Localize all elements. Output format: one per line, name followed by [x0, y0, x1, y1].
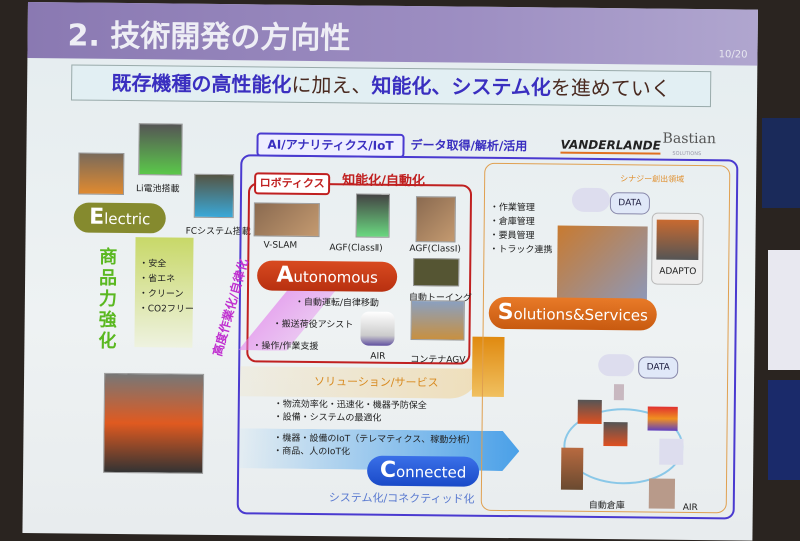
connected-pill: Connected [366, 455, 480, 487]
li-battery-label: Li電池搭載 [135, 184, 180, 195]
li-forklift-image [138, 123, 183, 176]
slide-header: 2. 技術開発の方向性 10/20 [27, 2, 758, 66]
management-item: ・作業管理 [489, 202, 535, 214]
fc-forklift-image [193, 173, 235, 219]
subtitle-part: に加え、 [291, 72, 372, 98]
connected-label: onnected [395, 462, 467, 482]
subtitle-part: 知能化、システム化 [371, 73, 551, 100]
data-database-icon: DATA [638, 356, 679, 379]
towing-image [413, 258, 460, 287]
background-sign [762, 118, 800, 208]
vslam-image [253, 202, 320, 238]
dashboard-icon [647, 406, 678, 431]
systemization-label: システム化/コネクティッド化 [328, 491, 475, 506]
sync-arrow-icon [613, 384, 625, 401]
subtitle-part: 既存機種の高性能化 [111, 70, 292, 97]
automated-warehouse-label: 自動倉庫 [588, 500, 625, 512]
cloud-icon [598, 353, 635, 377]
connected-points-1: ・物流効率化・迅速化・機器予防保全 ・設備・システムの最適化 [274, 399, 427, 427]
data-usage-label: データ取得/解析/活用 [410, 138, 528, 154]
background-sign [768, 250, 800, 370]
management-item: ・トラック連携 [489, 244, 553, 256]
subtitle-part: を進めていく [550, 75, 671, 101]
slide-title: 2. 技術開発の方向性 [67, 18, 351, 57]
intelligence-label: 知能化/自動化 [342, 173, 425, 190]
air-label: AIR [682, 502, 698, 514]
forklift-image [77, 152, 125, 196]
page-number: 10/20 [718, 49, 748, 61]
bastian-logo: Bastian [662, 130, 716, 148]
electric-pill: Electric [73, 202, 166, 234]
computer-icon [659, 438, 684, 465]
vanderlande-logo: VANDERLANDE [560, 137, 661, 155]
connected-point: ・設備・システムの最適化 [273, 412, 382, 424]
autonomous-point: ・自動運転/自律移動 [294, 297, 379, 309]
container-agv-image [410, 300, 465, 341]
cloud-icon [571, 187, 611, 213]
adapto-label: ADAPTO [659, 266, 697, 278]
background-sign [768, 380, 800, 480]
synergy-label: シナジー創出領域 [620, 174, 685, 184]
air-image [648, 478, 676, 509]
electric-points: ・安全 ・省エネ ・クリーン ・CO2フリー [139, 257, 195, 318]
agf1-image [415, 196, 456, 243]
electric-point: ・CO2フリー [138, 304, 194, 315]
agf2-image [355, 193, 391, 238]
management-item: ・要員管理 [489, 230, 535, 242]
vslam-label: V-SLAM [263, 240, 298, 251]
adapto-image [656, 219, 699, 261]
bastian-logo-sub: SOLUTIONS [672, 150, 702, 158]
service-label: ソリューション/サービス [313, 375, 439, 390]
electric-point: ・クリーン [138, 289, 184, 300]
ai-label: AI/アナリティクス/IoT [256, 132, 405, 158]
autonomous-label: utonomous [293, 267, 378, 287]
data-database-icon: DATA [609, 192, 651, 215]
solutions-pill: Solutions&Services [488, 296, 657, 331]
electric-label: lectric [104, 209, 151, 229]
autonomous-pill: Autonomous [256, 260, 398, 292]
agf1-label: AGF(ClassⅠ) [409, 244, 461, 255]
container-agv-label: コンテナAGV [410, 355, 466, 366]
slide-subtitle: 既存機種の高性能化に加え、知能化、システム化を進めていく [70, 64, 712, 108]
connected-initial: C [379, 457, 397, 483]
solutions-label: olutions&Services [513, 305, 648, 325]
air-label: AIR [370, 351, 386, 362]
robotics-label: ロボティクス [253, 172, 331, 196]
automated-warehouse-image [560, 447, 584, 490]
autonomous-point: ・操作/作業支援 [252, 341, 319, 353]
autonomous-point: ・搬送荷役アシスト [272, 319, 354, 331]
forklift-icon [577, 399, 602, 425]
management-item: ・倉庫管理 [489, 216, 535, 228]
solutions-initial: S [497, 299, 514, 326]
forklift-icon [603, 422, 628, 447]
electric-point: ・省エネ [139, 274, 176, 285]
forklift-large-image [103, 372, 205, 474]
presentation-slide: 2. 技術開発の方向性 10/20 既存機種の高性能化に加え、知能化、システム化… [22, 2, 758, 541]
electric-point: ・安全 [139, 259, 167, 270]
autonomous-initial: A [276, 262, 294, 288]
management-list: ・作業管理 ・倉庫管理 ・要員管理 ・トラック連携 [489, 201, 553, 258]
agf2-label: AGF(ClassⅡ) [329, 243, 383, 254]
air-robot-image [360, 311, 395, 346]
electric-initial: E [89, 204, 105, 230]
product-strength-label: 商品力強化 [98, 246, 118, 352]
